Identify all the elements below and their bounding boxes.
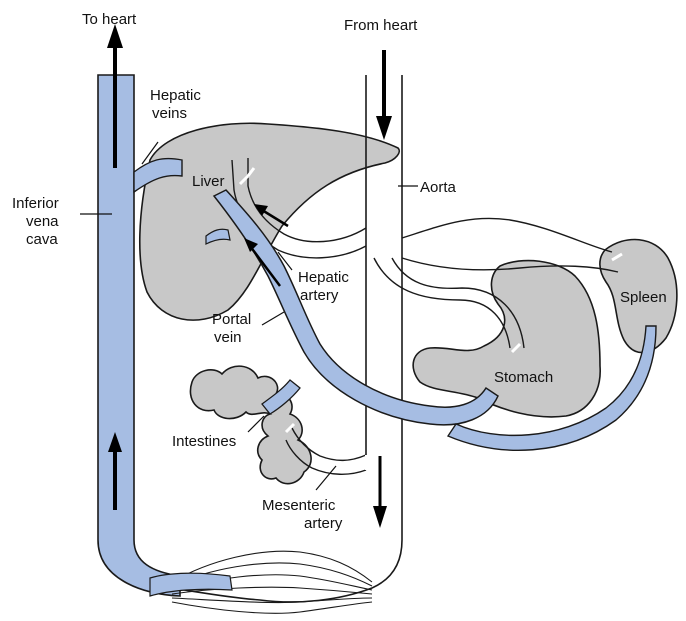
label-spleen: Spleen [620, 289, 667, 306]
label-portal-vein: Portal vein [212, 311, 255, 346]
label-from-heart: From heart [344, 17, 418, 34]
label-stomach: Stomach [494, 369, 553, 386]
label-aorta: Aorta [420, 179, 457, 196]
label-inferior-vena-cava: Inferior vena cava [12, 195, 63, 248]
label-to-heart: To heart [82, 11, 137, 28]
label-liver: Liver [192, 173, 225, 190]
liver [140, 123, 399, 320]
label-mesenteric-artery: Mesenteric artery [262, 497, 343, 532]
label-hepatic-veins: Hepatic veins [150, 87, 205, 122]
label-intestines: Intestines [172, 433, 236, 450]
splenic-artery [402, 218, 612, 252]
label-hepatic-artery: Hepatic artery [298, 269, 353, 304]
stomach [413, 261, 600, 417]
gastric-artery [374, 258, 510, 348]
